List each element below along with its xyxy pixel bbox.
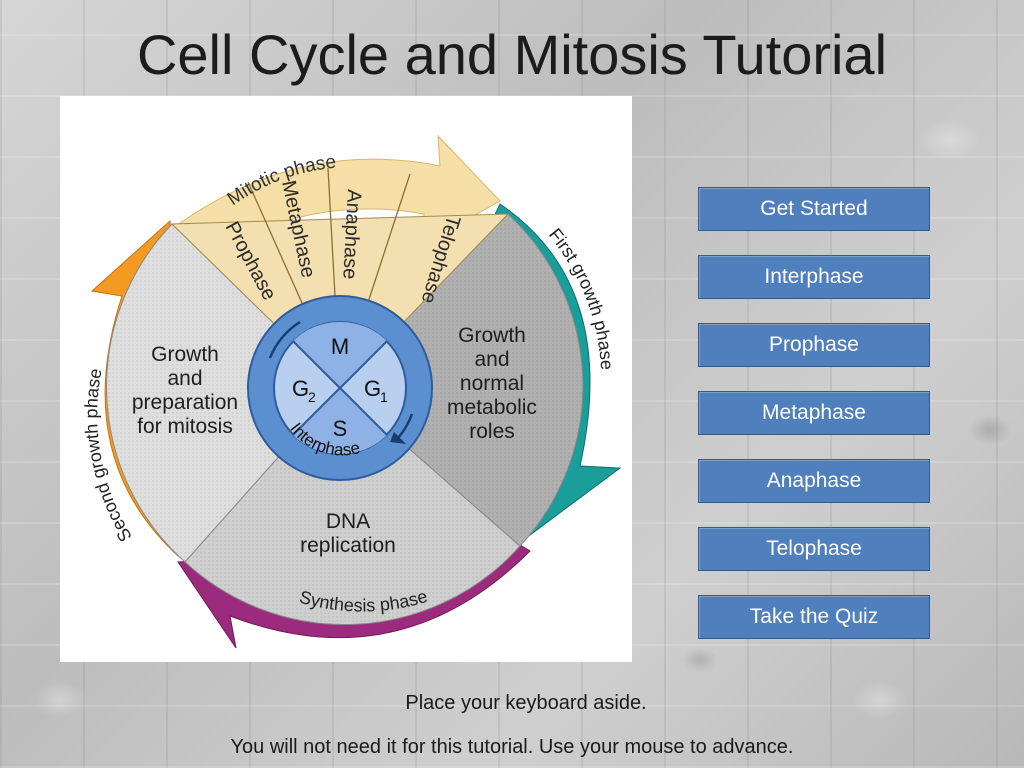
- svg-text:G: G: [364, 376, 381, 401]
- get-started-button[interactable]: Get Started: [698, 187, 930, 231]
- prophase-button[interactable]: Prophase: [698, 323, 930, 367]
- s-label: S: [333, 416, 348, 441]
- svg-text:and: and: [474, 348, 509, 371]
- navigation-buttons: Get Started Interphase Prophase Metaphas…: [698, 187, 930, 663]
- svg-text:preparation: preparation: [132, 391, 238, 414]
- growth-preparation-text: Growth and preparation for mitosis: [132, 343, 238, 438]
- svg-text:replication: replication: [300, 534, 396, 557]
- svg-text:DNA: DNA: [326, 510, 370, 533]
- interphase-arrow-icon: [268, 320, 301, 359]
- interphase-button[interactable]: Interphase: [698, 255, 930, 299]
- take-quiz-button[interactable]: Take the Quiz: [698, 595, 930, 639]
- svg-text:Growth: Growth: [458, 324, 526, 347]
- svg-text:for mitosis: for mitosis: [137, 415, 233, 438]
- g2-label: G 2: [292, 376, 316, 405]
- footer-instruction-2: You will not need it for this tutorial. …: [230, 736, 794, 758]
- svg-text:G: G: [292, 376, 309, 401]
- growth-normal-text: Growth and normal metabolic roles: [447, 324, 537, 443]
- sector-growth-normal: [339, 213, 584, 547]
- svg-text:and: and: [167, 367, 202, 390]
- svg-text:normal: normal: [460, 372, 524, 395]
- dna-replication-text: DNA replication: [300, 510, 396, 557]
- g1-label: G 1: [364, 376, 388, 405]
- svg-text:metabolic: metabolic: [447, 396, 537, 419]
- cell-cycle-diagram: Mitotic phase First growth phase Second …: [60, 96, 632, 662]
- sector-dna-replication: [184, 387, 521, 626]
- footer-instruction-1: Place your keyboard aside.: [405, 692, 647, 714]
- anaphase-label: Anaphase: [338, 189, 365, 280]
- telophase-button[interactable]: Telophase: [698, 527, 930, 571]
- metaphase-button[interactable]: Metaphase: [698, 391, 930, 435]
- interphase-arrowhead-icon: [390, 432, 406, 444]
- m-label: M: [331, 334, 349, 359]
- svg-text:2: 2: [308, 389, 316, 405]
- svg-text:1: 1: [380, 389, 388, 405]
- svg-text:roles: roles: [469, 420, 515, 443]
- slide-title: Cell Cycle and Mitosis Tutorial: [136, 23, 888, 86]
- svg-text:Growth: Growth: [151, 343, 219, 366]
- cell-cycle-svg: Mitotic phase First growth phase Second …: [81, 134, 622, 649]
- sector-growth-preparation: [106, 223, 341, 563]
- anaphase-button[interactable]: Anaphase: [698, 459, 930, 503]
